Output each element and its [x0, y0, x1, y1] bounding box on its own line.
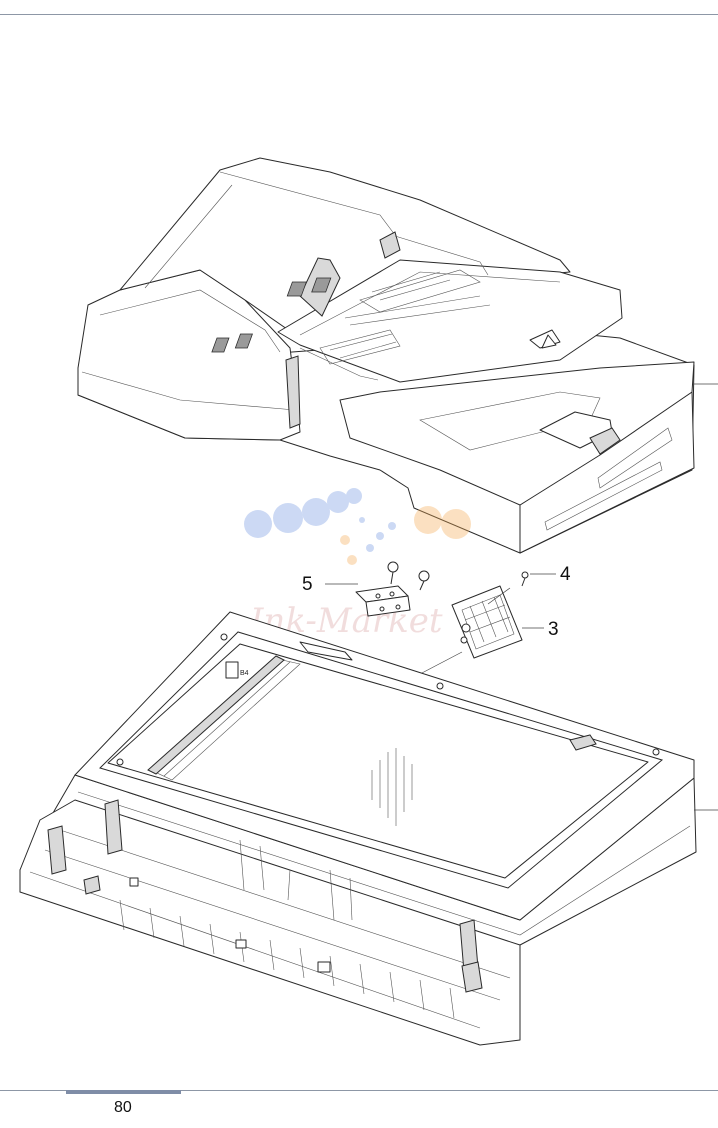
hinge-cover-part — [451, 571, 529, 659]
hinge-bracket-part — [355, 561, 430, 617]
adf-assembly — [77, 157, 718, 554]
callout-3: 3 — [548, 619, 559, 640]
glass-label-text: B4 — [240, 670, 249, 677]
callout-5: 5 — [302, 574, 313, 595]
page-number: 80 — [114, 1099, 132, 1116]
platen-assembly: B4 — [19, 611, 718, 1046]
footer-rule — [0, 1090, 718, 1091]
ink-market-watermark: Ink-Market — [244, 488, 471, 641]
callout-4: 4 — [560, 564, 571, 585]
header-rule — [0, 14, 718, 15]
footer-accent-bar — [66, 1090, 181, 1094]
